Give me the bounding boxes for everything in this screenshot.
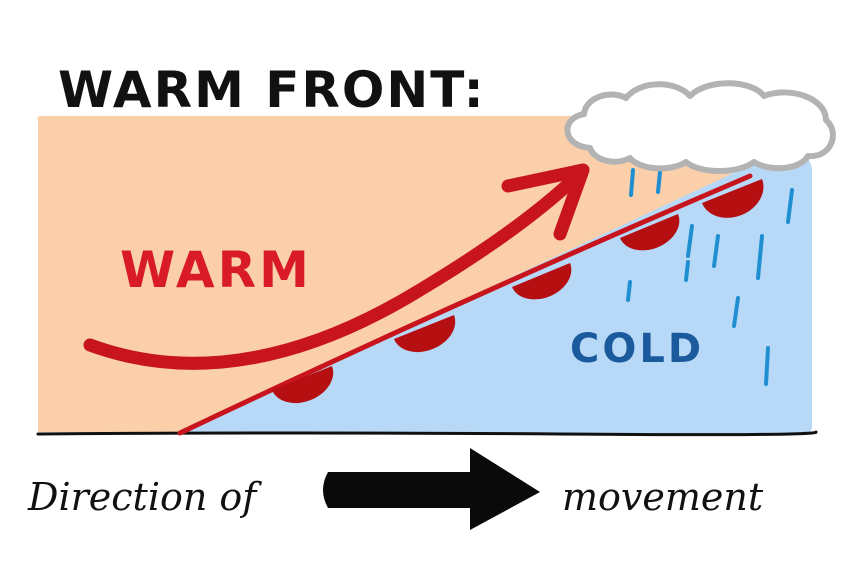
- raindrop: [629, 168, 635, 197]
- warm-label: WARM: [120, 241, 312, 299]
- rain-streaks: [626, 168, 794, 386]
- raindrop: [686, 224, 694, 258]
- warm-front-line: [177, 173, 753, 436]
- front-bump: [272, 366, 334, 404]
- front-bump: [702, 179, 764, 218]
- diagram-title: WARM FRONT:: [58, 61, 486, 119]
- caption-direction-of: Direction of: [27, 475, 262, 519]
- rising-warm-air-arrowhead: [501, 163, 590, 241]
- raindrop: [756, 234, 764, 280]
- rising-warm-air-arrow: [83, 171, 582, 370]
- raindrop: [626, 280, 632, 302]
- raindrop: [764, 346, 770, 386]
- raindrop: [732, 296, 740, 328]
- front-bump: [620, 214, 680, 251]
- raindrop: [656, 170, 662, 194]
- front-bump: [394, 315, 456, 353]
- caption-movement: movement: [562, 475, 764, 519]
- raindrop: [684, 260, 690, 282]
- rain-cloud-icon: [564, 80, 836, 174]
- raindrop: [712, 234, 720, 268]
- cold-air-mass: [182, 150, 812, 434]
- warm-front-bumps: [272, 179, 764, 404]
- cold-label: COLD: [570, 326, 704, 372]
- thick-right-arrow-icon: [323, 448, 540, 530]
- front-bump: [512, 263, 572, 300]
- raindrop: [786, 188, 794, 224]
